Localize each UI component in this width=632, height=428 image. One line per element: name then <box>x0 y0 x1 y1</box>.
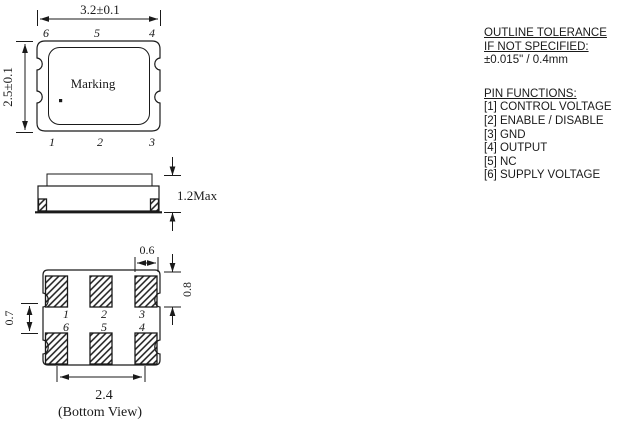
dim-thickness-1-2: 1.2Max <box>164 157 218 231</box>
tolerance-heading-line2: IF NOT SPECIFIED: <box>484 40 589 53</box>
side-view-height-dim-label: 1.2Max <box>177 188 218 203</box>
pin-label-3: 3 <box>148 135 155 149</box>
pin-label-4: 4 <box>149 26 155 40</box>
tolerance-value: ±0.015" / 0.4mm <box>484 54 568 67</box>
pin-label-1: 1 <box>49 135 55 149</box>
bottom-pin-label-6: 6 <box>63 320 69 334</box>
dim-pad-width-0-6: 0.6 <box>134 243 159 272</box>
bottom-view: 1 2 3 6 5 4 0.6 0.8 <box>2 243 194 420</box>
dim-width-3-2: 3.2±0.1 <box>37 2 161 26</box>
pad-2 <box>89 275 113 308</box>
pad-width-dim-label: 0.6 <box>140 243 155 257</box>
side-view-lid <box>46 173 153 186</box>
pad-5 <box>89 332 113 365</box>
pad-4 <box>134 332 158 365</box>
top-view: 3.2±0.1 6 5 4 Marking 1 2 3 2.5±0.1 <box>0 2 161 149</box>
pin-function-5: [5] NC <box>484 155 517 168</box>
dim-height-2-5: 2.5±0.1 <box>0 41 33 133</box>
pin-function-2: [2] ENABLE / DISABLE <box>484 114 604 127</box>
pad-1 <box>44 275 69 308</box>
pin-label-2: 2 <box>97 135 103 149</box>
pin-function-4: [4] OUTPUT <box>484 142 548 155</box>
bottom-pin-label-1: 1 <box>63 307 69 321</box>
dim-row-gap-0-7: 0.7 <box>2 303 38 334</box>
tolerance-heading-line1: OUTLINE TOLERANCE <box>484 27 607 39</box>
bottom-view-caption: (Bottom View) <box>58 405 142 420</box>
row-gap-dim-label: 0.7 <box>2 311 16 326</box>
notes-spacer <box>484 68 632 88</box>
marking-label: Marking <box>71 76 116 91</box>
bottom-pin-label-4: 4 <box>139 320 145 334</box>
bottom-pin-label-2: 2 <box>101 307 107 321</box>
dim-pad-span-2-4: 2.4 <box>56 366 146 403</box>
pad-6 <box>44 332 69 365</box>
side-view-pad-left <box>37 198 48 212</box>
pin-functions-heading: PIN FUNCTIONS: <box>484 87 577 100</box>
bottom-pin-label-3: 3 <box>138 307 145 321</box>
side-view: 1.2Max <box>35 157 218 231</box>
pad-span-dim-label: 2.4 <box>95 388 113 403</box>
pad-3 <box>134 275 158 308</box>
top-view-body-outline <box>36 40 161 132</box>
notes-block: OUTLINE TOLERANCE IF NOT SPECIFIED: ±0.0… <box>484 27 632 183</box>
pin-function-3: [3] GND <box>484 128 526 141</box>
top-view-width-dim-label: 3.2±0.1 <box>80 2 120 17</box>
bottom-pin-label-5: 5 <box>101 320 107 334</box>
pin-function-6: [6] SUPPLY VOLTAGE <box>484 169 601 182</box>
pin-label-6: 6 <box>43 26 49 40</box>
side-view-body <box>37 185 160 212</box>
pad-height-dim-label: 0.8 <box>180 282 194 297</box>
side-view-pad-right <box>149 198 160 212</box>
top-view-lid-outline <box>48 47 150 125</box>
pin-function-1: [1] CONTROL VOLTAGE <box>484 101 612 114</box>
dim-pad-height-0-8: 0.8 <box>164 254 194 325</box>
top-view-height-dim-label: 2.5±0.1 <box>0 67 15 107</box>
pin1-index-dot <box>59 99 63 103</box>
pin-label-5: 5 <box>94 26 100 40</box>
